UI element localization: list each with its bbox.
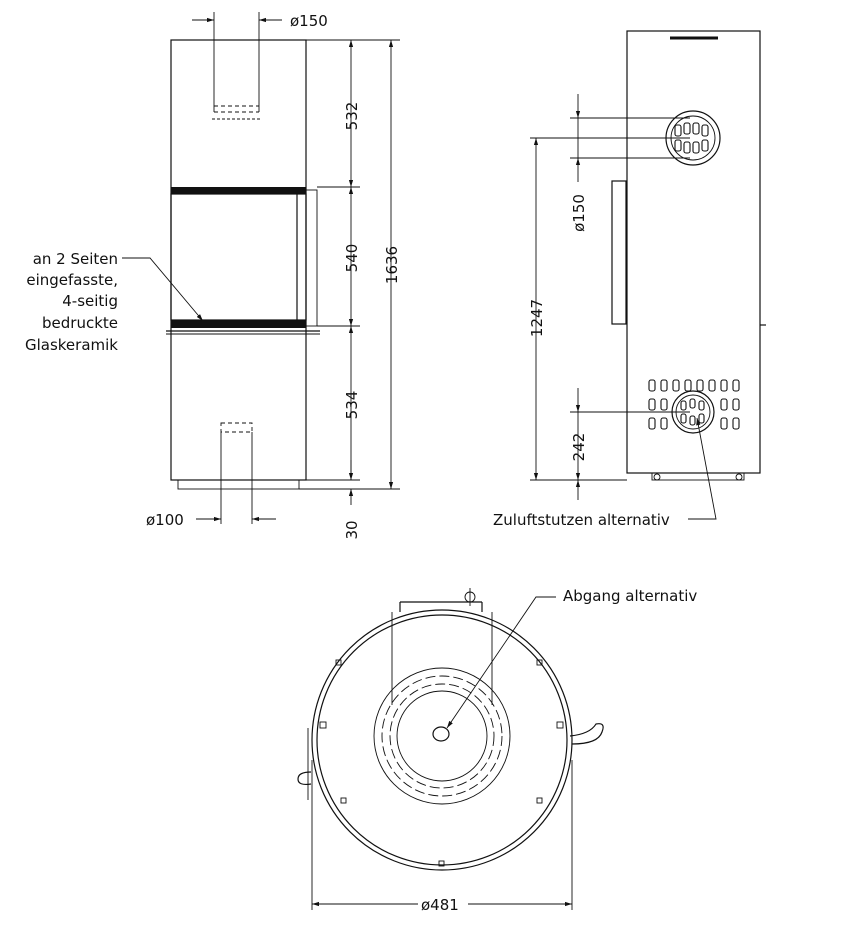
- top-inner-ring: [316, 614, 568, 866]
- front-dim-top: 532: [343, 102, 361, 131]
- side-view: ø150 1247 242 Zuluftstutzen alternativ: [493, 30, 766, 529]
- side-plinth: [651, 472, 745, 481]
- side-window: [611, 180, 627, 325]
- side-dim-lines: [530, 94, 690, 500]
- top-hinge-right: [569, 723, 604, 745]
- top-grate-outer: [373, 667, 511, 805]
- glass-label-line-4: bedruckte: [42, 314, 118, 332]
- front-flue-pipe: [212, 40, 261, 120]
- front-dim-total: 1636: [383, 246, 401, 284]
- top-dim-diameter: ø481: [421, 896, 459, 914]
- front-air-inlet: [220, 422, 253, 524]
- front-dim-chain: [299, 39, 400, 505]
- front-view: ø150 532 540 534 30 1636 ø100: [25, 12, 401, 540]
- top-grate-inner: [396, 690, 488, 782]
- glass-label-line-3: 4-seitig: [62, 292, 118, 310]
- top-dim-diameter-lines: [311, 760, 573, 912]
- side-dim-flue-diameter: ø150: [570, 194, 588, 232]
- side-body-outline: [626, 30, 761, 474]
- front-dim-base: 30: [343, 520, 361, 539]
- top-outlet-label: Abgang alternativ: [563, 587, 697, 605]
- top-outlet: [432, 726, 450, 742]
- front-dim-flue: ø150: [192, 12, 328, 40]
- glass-label-line-5: Glaskeramik: [25, 336, 118, 354]
- glass-callout: an 2 Seiten eingefasste, 4-seitig bedruc…: [25, 250, 204, 354]
- front-dim-flue-diameter: ø150: [290, 12, 328, 30]
- top-hinge-left: [297, 771, 312, 786]
- front-firebox: [166, 187, 320, 335]
- top-outer-ring: [311, 609, 573, 871]
- front-plinth: [177, 479, 300, 490]
- side-dim-air-height: 242: [570, 433, 588, 462]
- front-dim-air-diameter: ø100: [146, 511, 184, 529]
- top-rear-bracket: [399, 588, 483, 612]
- front-dim-bottom: 534: [343, 391, 361, 420]
- side-dim-flue-height: 1247: [528, 299, 546, 337]
- side-air-inlet-label: Zuluftstutzen alternativ: [493, 511, 670, 529]
- glass-label-line-1: an 2 Seiten: [33, 250, 118, 268]
- glass-label-line-2: eingefasste,: [26, 271, 118, 289]
- top-view: Abgang alternativ ø481: [297, 587, 697, 914]
- front-dim-middle: 540: [343, 244, 361, 273]
- side-vent-slots: [648, 379, 740, 430]
- top-bolts: [319, 659, 564, 867]
- front-dim-air: ø100: [146, 511, 276, 529]
